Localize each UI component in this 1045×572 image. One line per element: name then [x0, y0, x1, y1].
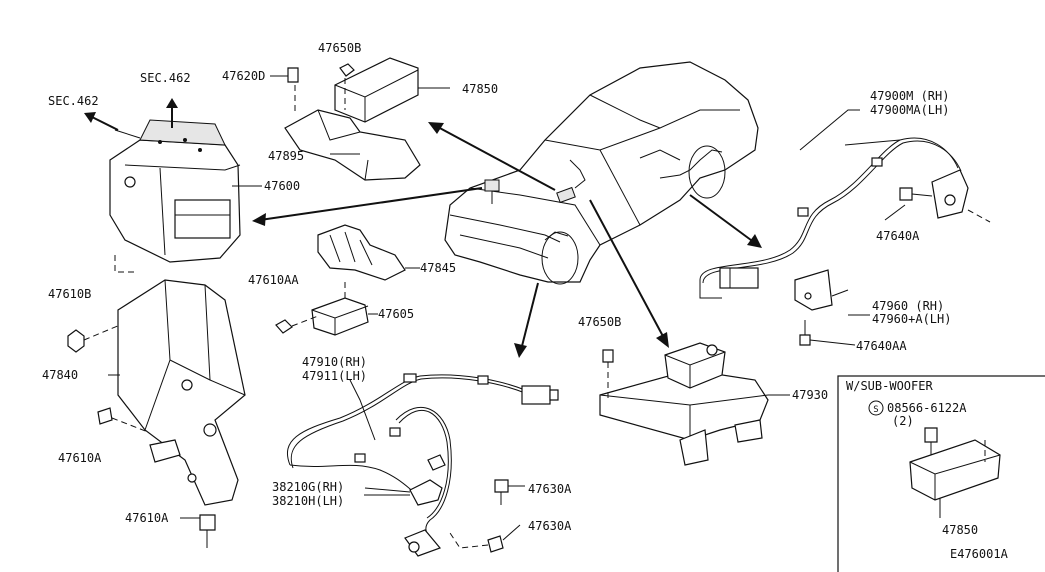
- label-47630a-2: 47630A: [528, 519, 572, 533]
- reference-arrows: [252, 122, 762, 358]
- label-47650b-top: 47650B: [318, 41, 361, 55]
- sec462-arrows: [84, 98, 178, 131]
- vehicle-illustration: [444, 61, 759, 285]
- label-38210h: 38210H(LH): [272, 494, 344, 508]
- label-47640aa: 47640AA: [856, 339, 907, 353]
- sensor-module-upper: [270, 57, 450, 181]
- label-47895: 47895: [268, 149, 304, 163]
- sensor-module-lower: [599, 342, 790, 466]
- label-47910: 47910(RH): [302, 355, 367, 369]
- label-47960a: 47960+A(LH): [872, 312, 951, 326]
- label-47840: 47840: [42, 368, 78, 382]
- svg-text:S: S: [873, 405, 878, 415]
- standard-part-icon: [868, 400, 884, 416]
- sensor-bracket-middle: [275, 224, 420, 336]
- label-47610b: 47610B: [48, 287, 91, 301]
- label-47650b-mid: 47650B: [578, 315, 621, 329]
- abs-actuator: [109, 119, 262, 263]
- nut-47610b: [67, 329, 85, 353]
- rear-sensor-harness: [699, 137, 991, 346]
- front-sensor-harness: [287, 373, 559, 557]
- label-47600: 47600: [264, 179, 300, 193]
- diagram-code: E476001A: [950, 547, 1009, 561]
- label-47610aa: 47610AA: [248, 273, 299, 287]
- label-sec462-left: SEC.462: [48, 94, 99, 108]
- label-sec462-top: SEC.462: [140, 71, 191, 85]
- label-47900ma: 47900MA(LH): [870, 103, 949, 117]
- label-47630a-1: 47630A: [528, 482, 572, 496]
- part-labels: SEC.462 SEC.462 47650B 47620D 47850 4789…: [42, 41, 1009, 561]
- label-47900m: 47900M (RH): [870, 89, 949, 103]
- label-47960: 47960 (RH): [872, 299, 944, 313]
- label-47930: 47930: [792, 388, 828, 402]
- label-47850-inset: 47850: [942, 523, 978, 537]
- label-08566-6122a: 08566-6122A: [887, 401, 967, 415]
- label-47850-top: 47850: [462, 82, 498, 96]
- leader-lines: [108, 109, 906, 496]
- inset-frame: [837, 375, 1045, 572]
- actuator-bracket: [110, 255, 246, 506]
- label-47620d: 47620D: [222, 69, 265, 83]
- bolt-47610a-mid: [97, 407, 113, 425]
- subwoofer-inset: S: [837, 375, 1045, 572]
- label-47610a-mid: 47610A: [58, 451, 102, 465]
- label-47845: 47845: [420, 261, 456, 275]
- inset-title: W/SUB-WOOFER: [846, 379, 933, 393]
- fasteners-left: [67, 324, 216, 548]
- label-38210g: 38210G(RH): [272, 480, 344, 494]
- label-47911: 47911(LH): [302, 369, 367, 383]
- label-47605: 47605: [378, 307, 414, 321]
- label-qty: (2): [892, 414, 914, 428]
- label-47640a: 47640A: [876, 229, 920, 243]
- bolt-47610a-bot: [199, 514, 216, 531]
- label-47610a-bot: 47610A: [125, 511, 169, 525]
